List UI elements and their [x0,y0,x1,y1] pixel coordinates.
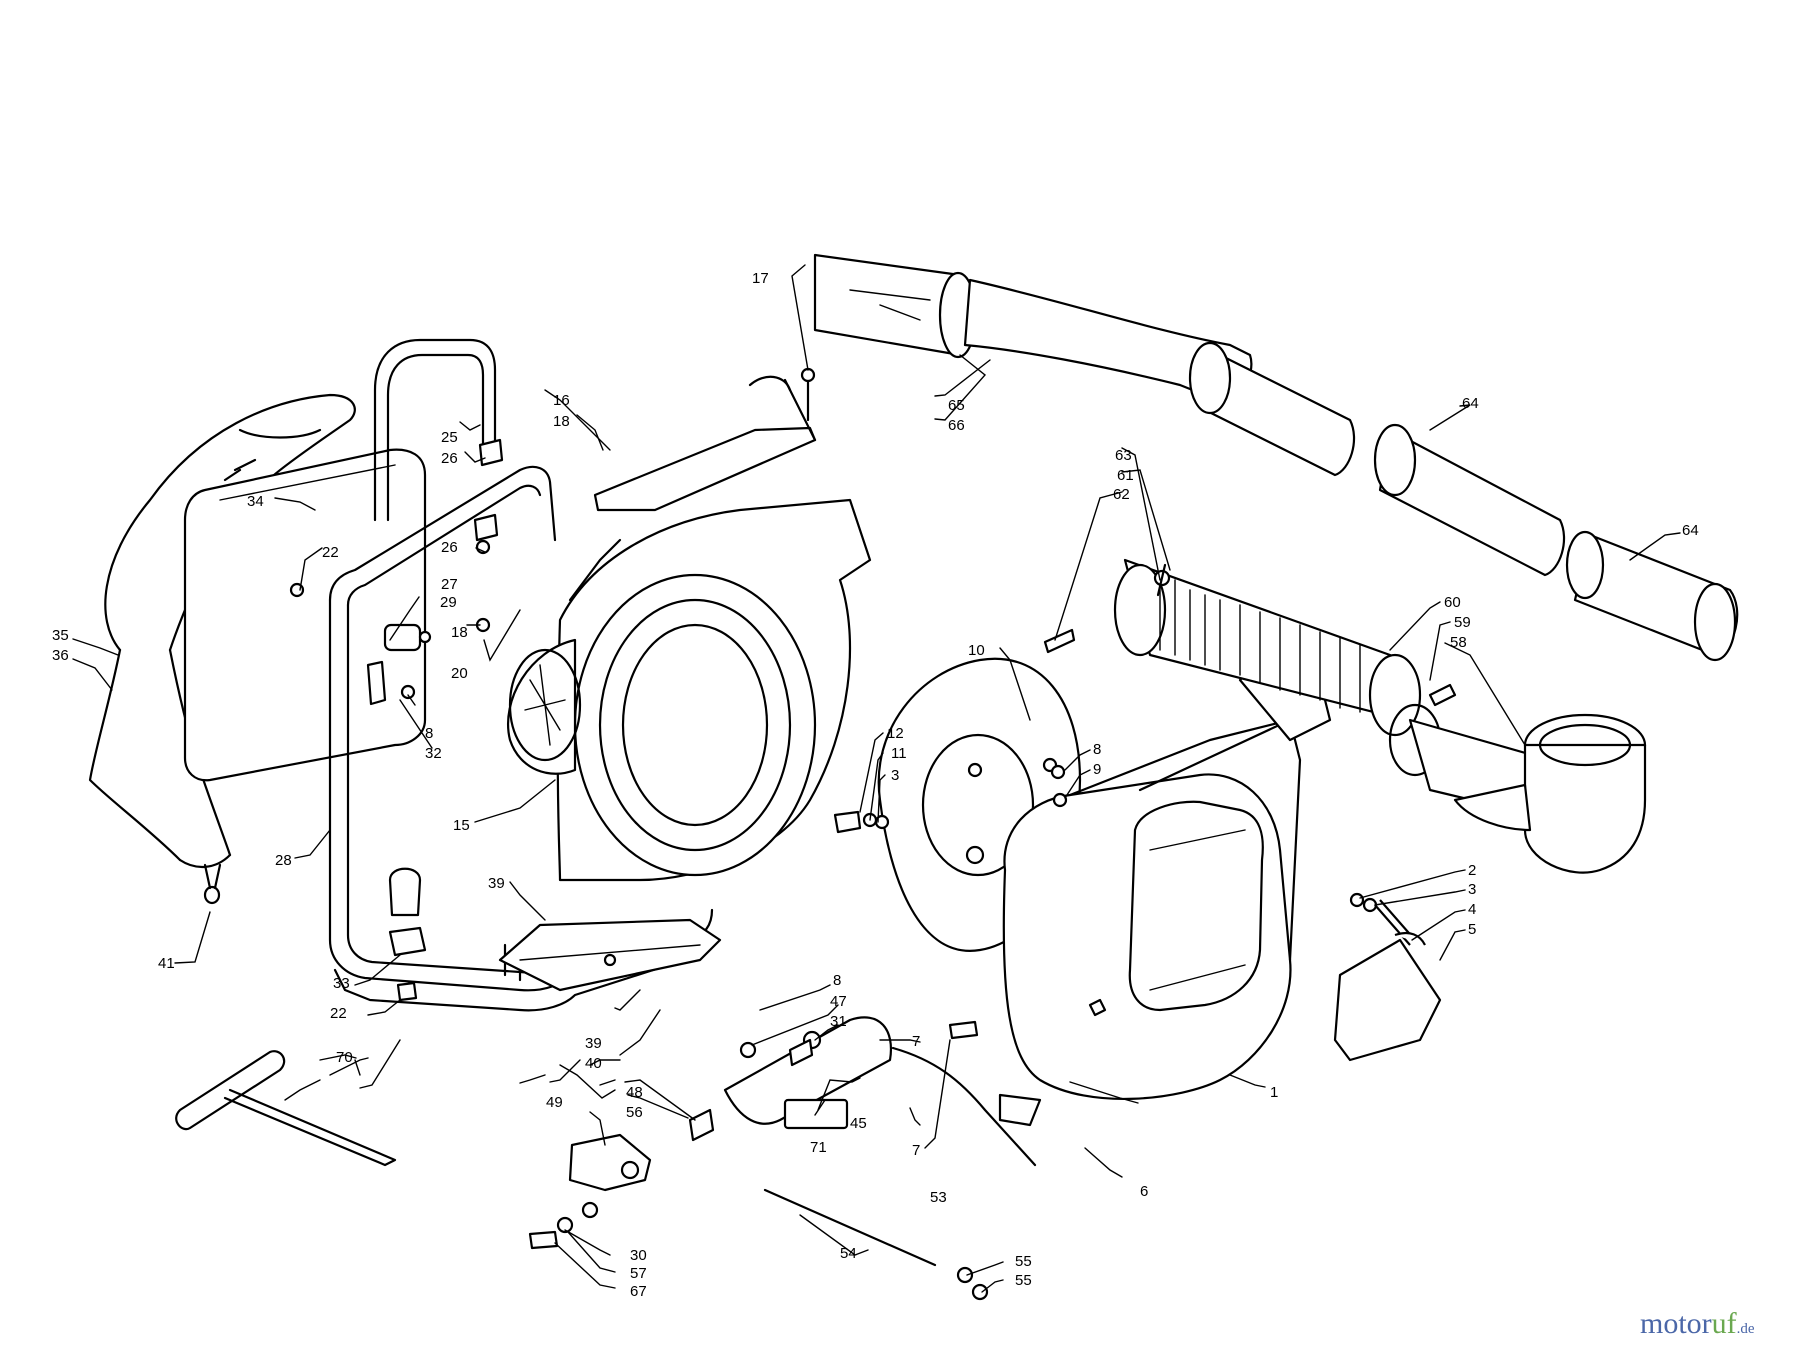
callout-32: 32 [425,745,442,762]
callout-25: 25 [441,429,458,446]
callout-53: 53 [930,1189,947,1206]
callout-26: 26 [441,450,458,467]
callout-1: 1 [1270,1084,1278,1101]
callout-56: 56 [626,1104,643,1121]
callout-8: 8 [1093,741,1101,758]
callout-33: 33 [333,975,350,992]
callout-63: 63 [1115,447,1132,464]
watermark-suffix: .de [1737,1321,1755,1337]
callout-leaders [72,264,1681,1293]
frame-hardware [289,438,504,1002]
callout-28: 28 [275,852,292,869]
callout-39: 39 [488,875,505,892]
callout-7: 7 [912,1142,920,1159]
spark-plug-wrench [175,1050,397,1167]
deflector-plate [593,375,817,512]
callout-61: 61 [1117,467,1134,484]
callout-3: 3 [891,767,899,784]
callout-48: 48 [626,1084,643,1101]
main-casing [998,663,1332,1127]
callout-5: 5 [1468,921,1476,938]
callout-9: 9 [1093,761,1101,778]
callout-16: 16 [553,392,570,409]
callout-65: 65 [948,397,965,414]
throttle-parts [568,1016,1037,1192]
callout-26: 26 [441,539,458,556]
callout-8: 8 [833,972,841,989]
callout-30: 30 [630,1247,647,1264]
callout-57: 57 [630,1265,647,1282]
callout-11: 11 [891,745,907,762]
callout-18: 18 [451,624,468,641]
callout-22: 22 [330,1005,347,1022]
callout-31: 31 [830,1013,847,1030]
watermark-brand: motor [1640,1307,1712,1340]
callout-22: 22 [322,544,339,561]
callout-45: 45 [850,1115,867,1132]
callout-20: 20 [451,665,468,682]
blower-tube [813,253,1739,662]
callout-39: 39 [585,1035,602,1052]
callout-29: 29 [440,594,457,611]
callout-15: 15 [453,817,470,834]
callout-6: 6 [1140,1183,1148,1200]
callout-7: 7 [912,1033,920,1050]
callout-66: 66 [948,417,965,434]
callout-27: 27 [441,576,458,593]
fan-housing [507,498,872,967]
callout-3: 3 [1468,881,1476,898]
callout-49: 49 [546,1094,563,1111]
callout-2: 2 [1468,862,1476,879]
tube-assembly [1043,558,1647,874]
callout-59: 59 [1454,614,1471,631]
callout-12: 12 [887,725,904,742]
callout-70: 70 [336,1049,353,1066]
lower-hardware [528,1188,989,1301]
backpad [183,448,427,782]
callout-54: 54 [840,1245,857,1262]
callout-18: 18 [553,413,570,430]
callout-58: 58 [1450,634,1467,651]
callout-17: 17 [752,270,769,287]
callout-67: 67 [630,1283,647,1300]
watermark-accent: uf [1712,1307,1737,1340]
screw-17 [800,367,816,422]
callout-64: 64 [1462,395,1479,412]
callout-55: 55 [1015,1272,1032,1289]
callout-71: 71 [810,1139,827,1156]
callout-4: 4 [1468,901,1476,918]
callout-64: 64 [1682,522,1699,539]
callout-60: 60 [1444,594,1461,611]
callout-34: 34 [247,493,264,510]
callout-40: 40 [585,1055,602,1072]
callout-8: 8 [425,725,433,742]
callout-labels: 17 16 18 25 26 26 34 22 27 29 18 20 35 3… [52,270,1699,1300]
callout-35: 35 [52,627,69,644]
watermark-logo: motoruf.de [1640,1307,1755,1340]
callout-47: 47 [830,993,847,1010]
callout-62: 62 [1113,486,1130,503]
callout-41: 41 [158,955,175,972]
small-hardware [833,764,1442,1062]
callout-55: 55 [1015,1253,1032,1270]
carry-handle [373,338,497,522]
callout-36: 36 [52,647,69,664]
svg-text:motoruf.de: motoruf.de [1640,1307,1755,1340]
callout-10: 10 [968,642,985,659]
